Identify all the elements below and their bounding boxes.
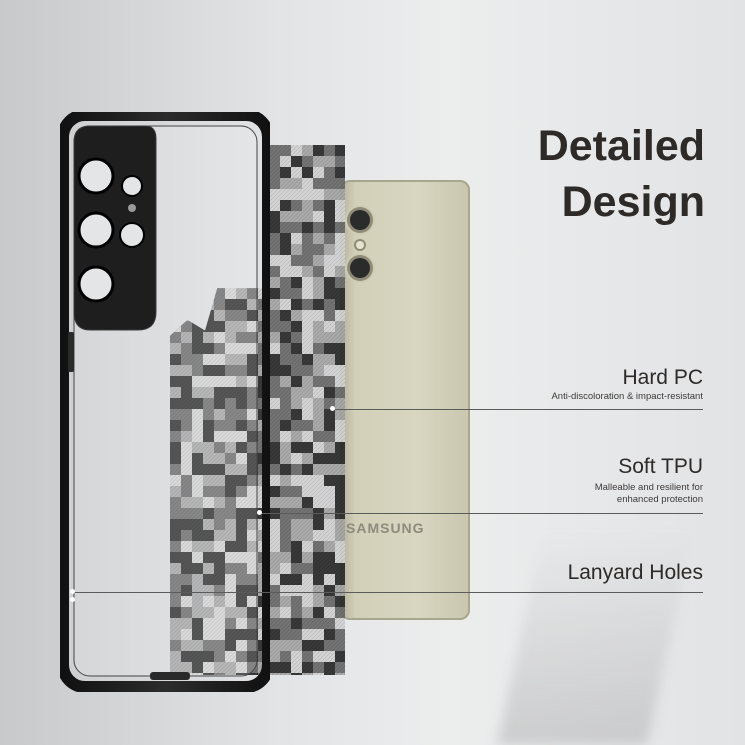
flash-icon <box>356 241 364 249</box>
feature-title-lanyard-holes: Lanyard Holes <box>567 561 703 584</box>
phone-back: SAMSUNG <box>340 180 470 620</box>
camera-lens-icon <box>350 258 370 278</box>
camo-back-panel <box>170 145 345 675</box>
lanyard-hole-dot <box>70 589 75 594</box>
hard-pc-pointer-line <box>332 409 703 410</box>
headline: Detailed Design <box>538 118 705 230</box>
headline-line1: Detailed <box>537 122 705 170</box>
soft-tpu-pointer-line <box>262 513 703 514</box>
headline-line2: Design <box>561 178 705 226</box>
hard-pc-pointer-dot <box>330 406 335 411</box>
feature-title-hard-pc: Hard PC <box>622 366 703 389</box>
feature-subtitle-soft-tpu-2: enhanced protection <box>616 494 703 505</box>
lanyard-hole-dot <box>70 597 75 602</box>
case-frame <box>60 112 270 692</box>
camo-pattern <box>170 145 345 675</box>
feature-title-soft-tpu: Soft TPU <box>618 455 703 478</box>
lanyard-pointer-line <box>72 592 703 593</box>
feature-subtitle-soft-tpu-1: Malleable and resilient for <box>594 482 703 493</box>
feature-subtitle-hard-pc: Anti-discoloration & impact-resistant <box>551 391 703 402</box>
brand-logo: SAMSUNG <box>346 520 425 536</box>
camera-lens-icon <box>350 210 370 230</box>
soft-tpu-pointer-dot <box>257 510 262 515</box>
